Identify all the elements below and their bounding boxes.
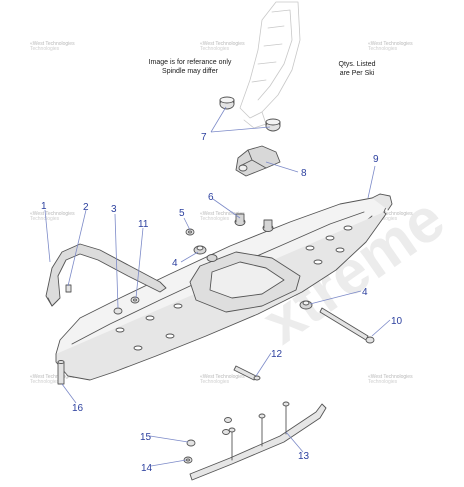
nut-part <box>224 417 232 423</box>
washer-part <box>130 296 140 304</box>
part-label-5: 5 <box>179 208 185 219</box>
part-label-6: 6 <box>208 192 214 203</box>
quantity-note: Qtys. Listed are Per Ski <box>334 60 380 78</box>
nut-part <box>113 307 123 315</box>
bushing-part <box>219 96 235 110</box>
stud-part <box>262 219 274 232</box>
part-label-12: 12 <box>271 349 283 360</box>
quantity-note-line2: are Per Ski <box>339 70 375 77</box>
part-label-2: 2 <box>83 202 89 213</box>
screw-part <box>233 365 261 381</box>
watermark-subtext: Technologies <box>200 216 230 222</box>
image-note: Image is for referance only Spindle may … <box>138 58 242 76</box>
quantity-note-line1: Qtys. Listed <box>338 61 376 68</box>
watermark-subtext: Technologies <box>368 46 398 52</box>
nut-part <box>186 439 196 447</box>
watermark-subtext: Technologies <box>200 379 230 385</box>
watermark: «West Technologies Technologies <box>368 42 413 52</box>
watermark-text: «West Technologies <box>30 374 75 380</box>
part-label-11: 11 <box>138 219 149 230</box>
watermark-text: «West Technologies <box>200 211 245 217</box>
watermark: «West Technologies Technologies <box>30 212 75 222</box>
part-label-7: 7 <box>201 132 207 143</box>
stud-part <box>57 360 65 385</box>
watermark-text: «West Technologies <box>368 211 413 217</box>
watermark: «West Technologies Technologies <box>30 42 75 52</box>
part-label-4-right: 4 <box>362 287 368 298</box>
part-label-16: 16 <box>72 403 84 414</box>
watermark-subtext: Technologies <box>200 46 230 52</box>
leader-lines <box>44 106 391 467</box>
image-note-line2: Spindle may differ <box>162 68 218 75</box>
ski-handle-part <box>45 243 167 307</box>
watermark-subtext: Technologies <box>368 379 398 385</box>
watermark-text: «West Technologies <box>368 41 413 47</box>
watermark-text: «West Technologies <box>30 211 75 217</box>
part-label-4-left: 4 <box>172 258 178 269</box>
bumper-part <box>235 145 281 177</box>
watermark: «West Technologies Technologies <box>200 42 245 52</box>
watermark-text: «West Technologies <box>368 374 413 380</box>
bolt-part <box>319 307 375 344</box>
watermark: «West Technologies Technologies <box>30 375 75 385</box>
watermark-subtext: Technologies <box>30 216 60 222</box>
image-note-line1: Image is for referance only <box>148 59 232 66</box>
spindle-part <box>239 1 301 129</box>
part-label-15: 15 <box>140 432 152 443</box>
washer-part <box>183 456 193 464</box>
watermark-text: «West Technologies <box>200 41 245 47</box>
watermark: «West Technologies Technologies <box>200 212 245 222</box>
part-label-14: 14 <box>141 463 153 474</box>
nut-part <box>206 254 218 262</box>
watermark-text: «West Technologies <box>200 374 245 380</box>
washer-part <box>185 228 195 236</box>
nut-part <box>299 300 313 310</box>
part-label-13: 13 <box>298 451 310 462</box>
part-label-9: 9 <box>373 154 379 165</box>
part-labels: 1 2 3 11 5 6 4 4 7 8 9 10 12 16 15 13 14 <box>41 132 403 474</box>
part-label-8: 8 <box>301 168 307 179</box>
watermark-subtext: Technologies <box>30 46 60 52</box>
part-label-10: 10 <box>391 316 403 327</box>
watermark: «West Technologies Technologies <box>368 375 413 385</box>
wear-bar-part <box>189 401 327 481</box>
bushing-part <box>265 118 281 132</box>
watermark-text: «West Technologies <box>30 41 75 47</box>
rivet-part <box>65 284 72 293</box>
part-label-1: 1 <box>41 201 47 212</box>
watermark-subtext: Technologies <box>30 379 60 385</box>
ski-body-part <box>55 193 393 381</box>
watermark: «West Technologies Technologies <box>200 375 245 385</box>
nut-part <box>222 429 230 435</box>
part-label-3: 3 <box>111 204 117 215</box>
nut-part <box>193 245 207 255</box>
